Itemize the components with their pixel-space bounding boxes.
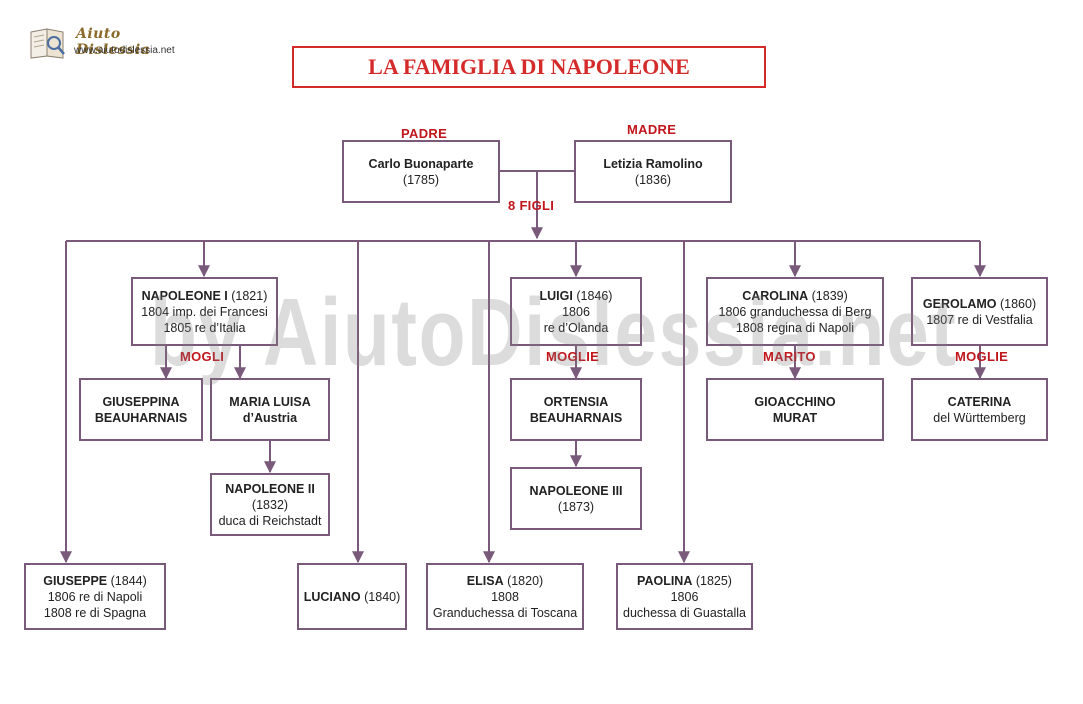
- node-detail: duca di Reichstadt: [218, 513, 322, 528]
- node-detail: 1804 imp. dei Francesi: [141, 304, 268, 319]
- node-name: Letizia Ramolino: [603, 156, 703, 171]
- node-detail: 1808: [491, 589, 519, 604]
- node-name: BEAUHARNAIS: [94, 410, 188, 425]
- node-name: ORTENSIA: [543, 394, 609, 409]
- node-maria-luisa: MARIA LUISA d’Austria: [210, 378, 330, 441]
- node-name: GIUSEPPE: [43, 573, 108, 588]
- node-gioacchino-murat: GIOACCHINO MURAT: [706, 378, 884, 441]
- node-napoleone-iii: NAPOLEONE III (1873): [510, 467, 642, 530]
- node-year: (1785): [402, 172, 440, 187]
- node-caterina: CATERINA del Württemberg: [911, 378, 1048, 441]
- node-detail: Granduchessa di Toscana: [432, 605, 578, 620]
- node-name: d’Austria: [242, 410, 298, 425]
- node-name: CAROLINA: [742, 288, 809, 303]
- node-name: GIOACCHINO: [754, 394, 836, 409]
- node-name: NAPOLEONE I: [141, 288, 228, 303]
- node-name: BEAUHARNAIS: [529, 410, 623, 425]
- label-moglie-gerolamo: MOGLIE: [955, 349, 1009, 364]
- node-name: NAPOLEONE III: [529, 483, 623, 498]
- label-marito: MARITO: [763, 349, 816, 364]
- node-giuseppina-beauharnais: GIUSEPPINA BEAUHARNAIS: [79, 378, 203, 441]
- node-detail: 1808 regina di Napoli: [735, 320, 855, 335]
- node-paolina: PAOLINA (1825) 1806 duchessa di Guastall…: [616, 563, 753, 630]
- node-luigi: LUIGI (1846) 1806 re d’Olanda: [510, 277, 642, 346]
- node-elisa: ELISA (1820) 1808 Granduchessa di Toscan…: [426, 563, 584, 630]
- node-name: PAOLINA: [637, 573, 693, 588]
- node-carolina: CAROLINA (1839) 1806 granduchessa di Ber…: [706, 277, 884, 346]
- node-name: GEROLAMO: [922, 296, 997, 311]
- node-letizia-ramolino: Letizia Ramolino (1836): [574, 140, 732, 203]
- node-year: (1846): [572, 288, 613, 303]
- logo-title: Aiuto Dislessia: [76, 26, 151, 58]
- node-gerolamo: GEROLAMO (1860) 1807 re di Vestfalia: [911, 277, 1048, 346]
- label-moglie-luigi: MOGLIE: [546, 349, 600, 364]
- node-name: CATERINA: [947, 394, 1012, 409]
- book-magnifier-icon: [30, 28, 65, 59]
- node-napoleone-ii: NAPOLEONE II (1832) duca di Reichstadt: [210, 473, 330, 536]
- node-year: (1821): [227, 288, 268, 303]
- node-name: NAPOLEONE II: [225, 481, 315, 496]
- label-figli: 8 FIGLI: [508, 198, 555, 213]
- node-detail: 1806: [670, 589, 699, 604]
- node-year: (1840): [360, 589, 401, 604]
- node-year: (1832): [251, 497, 289, 512]
- node-detail: 1805 re d’Italia: [163, 320, 246, 335]
- node-detail: 1806 granduchessa di Berg: [718, 304, 872, 319]
- node-ortensia-beauharnais: ORTENSIA BEAUHARNAIS: [510, 378, 642, 441]
- node-name: MARIA LUISA: [229, 394, 311, 409]
- node-detail: del Württemberg: [933, 410, 1026, 425]
- node-year: (1820): [503, 573, 544, 588]
- node-year: (1860): [996, 296, 1037, 311]
- node-year: (1836): [634, 172, 672, 187]
- node-name: Carlo Buonaparte: [368, 156, 474, 171]
- node-name: ELISA: [466, 573, 504, 588]
- node-luciano: LUCIANO (1840): [297, 563, 407, 630]
- node-year: (1844): [107, 573, 147, 588]
- node-name: LUIGI: [539, 288, 573, 303]
- node-name: MURAT: [772, 410, 818, 425]
- node-year: (1825): [692, 573, 732, 588]
- node-napoleone-i: NAPOLEONE I (1821) 1804 imp. dei Frances…: [131, 277, 278, 346]
- node-name: LUCIANO: [303, 589, 361, 604]
- node-detail: re d’Olanda: [543, 320, 609, 335]
- label-mogli: MOGLI: [180, 349, 225, 364]
- node-giuseppe: GIUSEPPE (1844) 1806 re di Napoli 1808 r…: [24, 563, 166, 630]
- node-detail: 1807 re di Vestfalia: [926, 312, 1033, 327]
- page-title: LA FAMIGLIA DI NAPOLEONE: [368, 54, 690, 79]
- node-year: (1873): [557, 499, 595, 514]
- node-year: (1839): [808, 288, 848, 303]
- node-detail: duchessa di Guastalla: [623, 605, 746, 620]
- title-box: LA FAMIGLIA DI NAPOLEONE: [292, 46, 766, 88]
- label-madre: MADRE: [627, 122, 677, 137]
- node-detail: 1806 re di Napoli: [47, 589, 143, 604]
- node-detail: 1806: [562, 304, 590, 319]
- node-detail: 1808 re di Spagna: [43, 605, 147, 620]
- node-name: GIUSEPPINA: [102, 394, 180, 409]
- node-carlo-buonaparte: Carlo Buonaparte (1785): [342, 140, 500, 203]
- site-logo[interactable]: Aiuto Dislessia www.aiutodislessia.net: [28, 26, 188, 62]
- label-padre: PADRE: [401, 126, 448, 141]
- logo-url: www.aiutodislessia.net: [74, 45, 175, 56]
